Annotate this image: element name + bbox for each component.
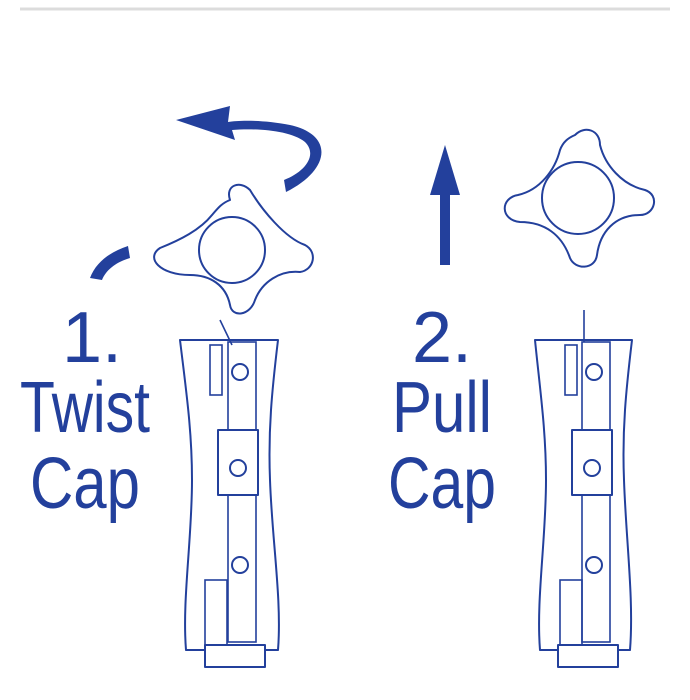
step-1-label-line1: Twist	[20, 368, 150, 448]
lancet-device-twisting	[179, 319, 280, 668]
lancet-device-pulled	[534, 310, 633, 668]
step-1-label-line2: Cap	[30, 444, 140, 524]
step-2-label-line1: Pull	[392, 368, 492, 448]
step-2-number: 2.	[412, 298, 472, 378]
step-2-label-line2: Cap	[388, 444, 496, 524]
cap-knob-right	[503, 128, 655, 268]
cap-knob-left	[153, 183, 314, 315]
twist-arrow-icon	[90, 106, 322, 280]
step-1-number: 1.	[62, 298, 122, 378]
pull-up-arrow-icon	[430, 145, 460, 265]
